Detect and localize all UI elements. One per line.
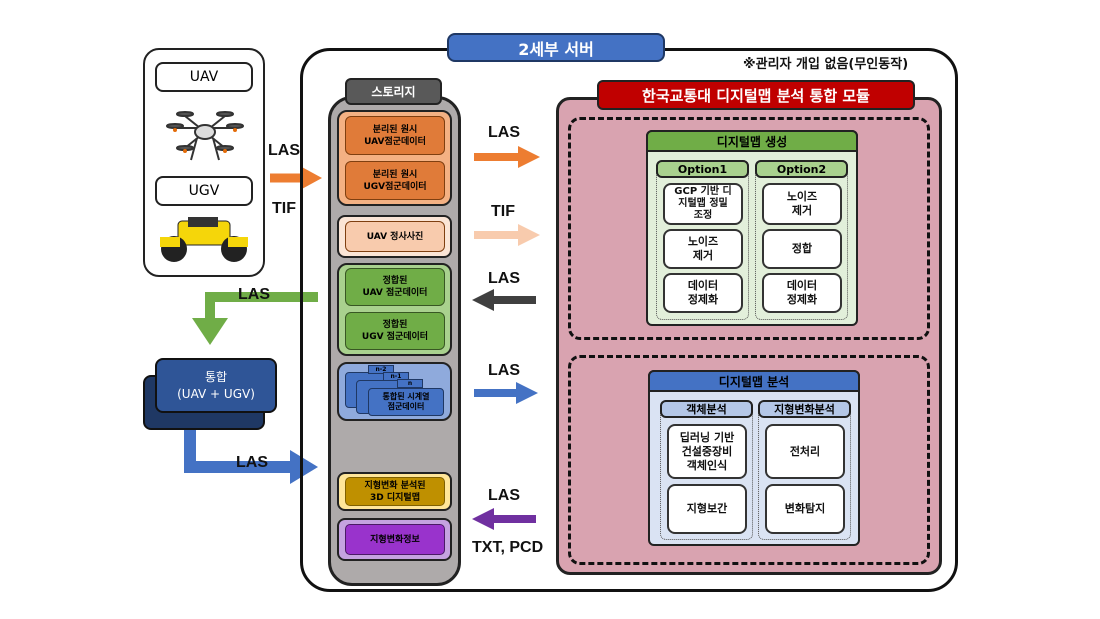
arrow-tif-peach (474, 224, 540, 246)
arrow-las-gray-left (472, 289, 536, 311)
left-las-label: LAS (238, 286, 270, 303)
arrow-green-to-merge (192, 292, 318, 345)
registration-step: 정합 (762, 229, 842, 269)
gcp-adjust-step: GCP 기반 디 지털맵 정밀 조정 (663, 183, 743, 225)
las-label-3: LAS (488, 270, 520, 287)
arrow-devices-to-storage (270, 166, 322, 190)
timeseries-tab-n-1: n-1 (383, 372, 409, 381)
txt-pcd-label: TXT, PCD (472, 539, 544, 556)
timeseries-tab-n-2: n-2 (368, 365, 394, 374)
las-label-4: LAS (488, 362, 520, 379)
terrain-change-info: 지형변화정보 (345, 524, 445, 555)
change-detection-step: 변화탐지 (765, 484, 845, 534)
deep-learning-detection-step: 딥러닝 기반 건설중장비 객체인식 (667, 424, 747, 479)
terrain-analysis-header: 지형변화분석 (758, 400, 851, 418)
las-label-1: LAS (488, 124, 520, 141)
arrow-las-purple-left (472, 508, 536, 530)
raw-ugv-data: 분리된 원시 UGV점군데이터 (345, 161, 445, 200)
timeseries-tab-n: n (397, 379, 423, 388)
registered-uav-data: 정합된 UAV 점군데이터 (345, 268, 445, 306)
arrow-blue-merge-to-storage (184, 430, 318, 484)
uav-label: UAV (155, 62, 253, 92)
noise-removal-step-2: 노이즈 제거 (762, 183, 842, 225)
generation-dashed-area (568, 117, 930, 340)
object-analysis-header: 객체분석 (660, 400, 753, 418)
ugv-label: UGV (155, 176, 253, 206)
analyzed-3d-map: 지형변화 분석된 3D 디지털맵 (345, 477, 445, 506)
option2-header: Option2 (755, 160, 848, 178)
option1-header: Option1 (656, 160, 749, 178)
analysis-dashed-area (568, 355, 930, 565)
storage-title: 스토리지 (345, 78, 442, 105)
device-box (143, 48, 265, 277)
terrain-interpolation-step: 지형보간 (667, 484, 747, 534)
module-title: 한국교통대 디지털맵 분석 통합 모듈 (597, 80, 915, 110)
data-refine-step-2: 데이터 정제화 (762, 273, 842, 313)
arrow-las-blue (474, 382, 538, 404)
merge-box: 통합 (UAV + UGV) (155, 358, 277, 413)
uav-ortho-photo: UAV 정사사진 (345, 221, 445, 252)
las-label-5: LAS (488, 487, 520, 504)
ugv-robot-icon (160, 217, 248, 262)
noise-removal-step-1: 노이즈 제거 (663, 229, 743, 269)
analysis-title: 디지털맵 분석 (648, 370, 860, 392)
input-tif-label: TIF (272, 200, 296, 217)
server-title: 2세부 서버 (447, 33, 665, 62)
generation-title: 디지털맵 생성 (646, 130, 858, 152)
preprocessing-step: 전처리 (765, 424, 845, 479)
registered-ugv-data: 정합된 UGV 점군데이터 (345, 312, 445, 350)
tif-label-2: TIF (491, 203, 515, 220)
data-refine-step-1: 데이터 정제화 (663, 273, 743, 313)
timeseries-data: 통합된 시계열 점군데이터 (368, 388, 444, 416)
raw-uav-data: 분리된 원시 UAV점군데이터 (345, 116, 445, 155)
drone-icon (166, 111, 244, 161)
input-las-label: LAS (268, 142, 300, 159)
merge-las-label: LAS (236, 454, 268, 471)
server-note: ※관리자 개입 없음(무인동작) (743, 57, 909, 72)
arrow-las-orange (474, 146, 540, 168)
